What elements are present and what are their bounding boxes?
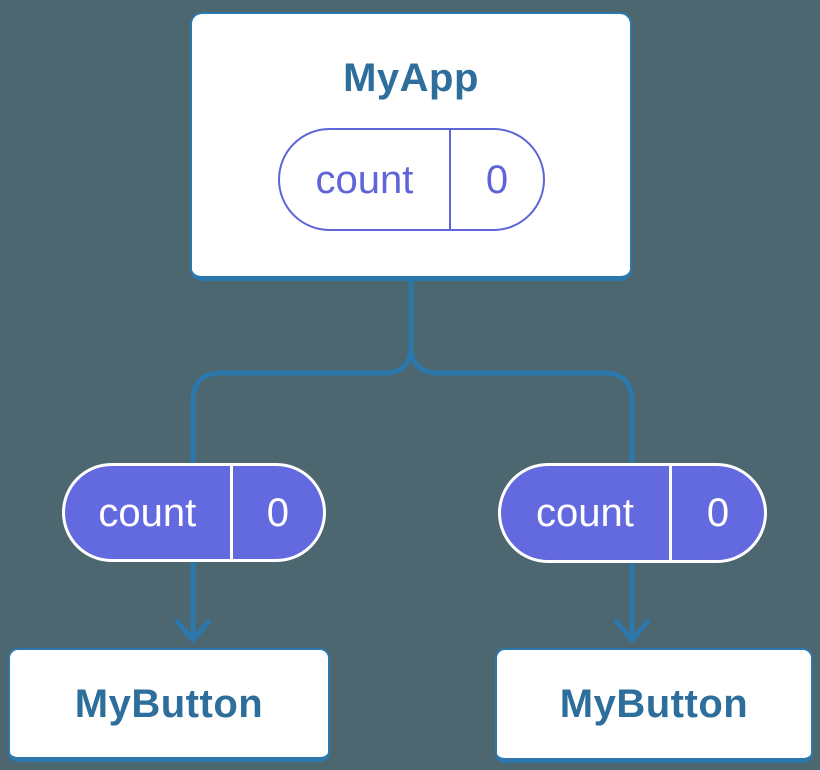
left-mybutton-node: MyButton [8,648,330,762]
left-mybutton-title: MyButton [74,681,264,726]
right-prop-value: 0 [706,491,730,535]
right-prop-pill: count 0 [498,463,767,563]
left-prop-value: 0 [266,490,289,535]
root-state-value: 0 [485,157,509,202]
left-branch-line [190,344,414,636]
left-arrowhead-icon [174,618,212,644]
myapp-title: MyApp [343,56,479,100]
left-prop-name: count [65,466,233,559]
right-mybutton-title: MyButton [559,682,749,726]
right-mybutton-node: MyButton [495,648,813,763]
right-prop-name: count [501,466,672,560]
right-branch-line [408,344,635,636]
right-arrowhead-icon [613,618,651,644]
root-state-name: count [280,130,451,229]
root-state-pill: count 0 [278,128,545,231]
left-prop-pill: count 0 [62,463,326,562]
